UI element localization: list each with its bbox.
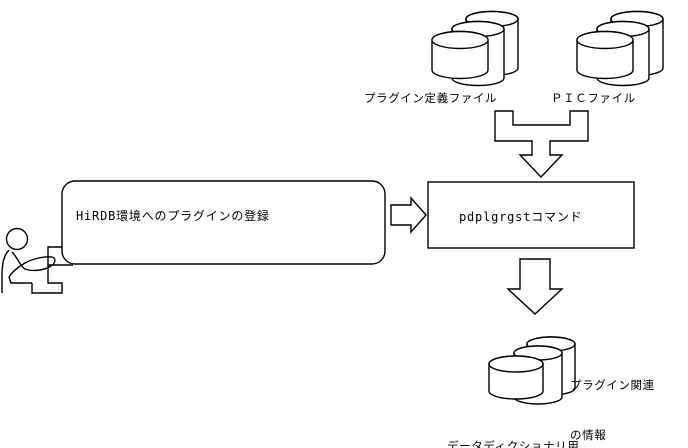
operator-arm: [11, 251, 52, 272]
label-plugin-info-line2: の情報: [570, 428, 607, 443]
cylinder-stack-pic-file: [576, 10, 664, 87]
label-rd-area: データディクショナリ用 ＲＤエリア: [447, 405, 579, 448]
process-to-command-arrow: [390, 196, 427, 234]
operator-head: [5, 227, 29, 251]
operator-lap: [8, 276, 32, 284]
process-box: [61, 180, 386, 265]
label-plugin-def-file: プラグイン定義ファイル: [364, 91, 498, 105]
label-process: HiRDB環境へのプラグインの登録: [76, 209, 270, 223]
terminal-desk: [31, 264, 73, 294]
cylinder-stack-plugin-def: [431, 10, 519, 87]
cylinder-stack-rd-area: [488, 336, 576, 405]
operator-figure: [1, 227, 73, 294]
label-command: pdplgrgstコマンド: [459, 210, 583, 224]
terminal-stand: [47, 246, 62, 265]
label-plugin-info-line1: プラグイン関連: [570, 378, 655, 393]
label-plugin-info: プラグイン関連 の情報: [570, 344, 655, 448]
label-pic-file: ＰＩＣファイル: [551, 91, 636, 105]
merge-arrow-connector: [494, 110, 589, 179]
label-rd-area-line1: データディクショナリ用: [447, 439, 580, 448]
operator-hand: [8, 256, 56, 278]
operator-torso: [1, 249, 10, 293]
command-to-output-arrow: [506, 258, 564, 315]
command-box: [427, 181, 635, 249]
